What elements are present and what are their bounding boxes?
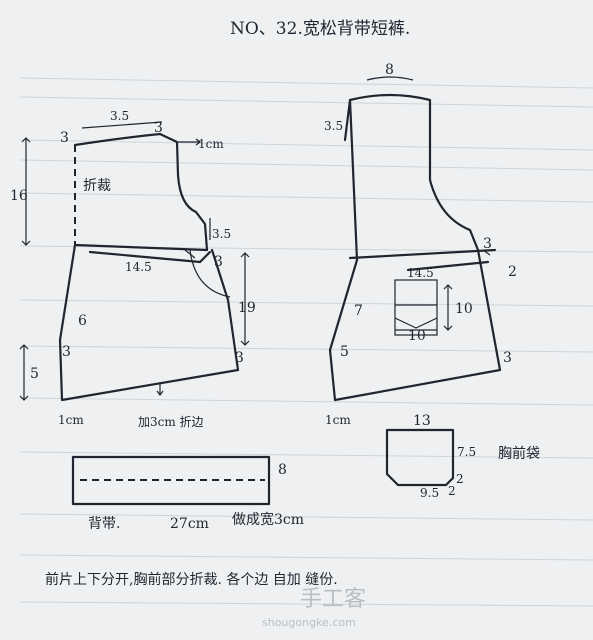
front-bottom-1cm: 1cm: [58, 413, 84, 427]
front-fold-label: 折裁: [83, 178, 111, 194]
front-top-left-3: 3: [60, 130, 69, 146]
back-side-3: 3: [483, 236, 492, 252]
front-hem-note: 加3cm 折边: [138, 414, 204, 429]
strap-height-8: 8: [278, 462, 287, 478]
back-top-width-8: 8: [385, 62, 394, 78]
back-bottom-1cm: 1cm: [325, 413, 351, 427]
back-top-3-5: 3.5: [324, 119, 343, 133]
footer-note: 前片上下分开,胸前部分折裁. 各个边 自加 缝份.: [45, 571, 338, 588]
strap-piece: [71, 455, 271, 506]
front-leg-6: 6: [78, 313, 87, 329]
front-crotch-5: 5: [30, 366, 39, 382]
back-pocket-width-10: 10: [408, 328, 426, 344]
pocket-label: 胸前袋: [498, 445, 540, 462]
front-side-3-5: 3.5: [212, 227, 231, 241]
front-pattern-piece: [19, 121, 250, 402]
front-top-right-3: 3: [154, 120, 163, 136]
back-crotch-5: 5: [340, 344, 349, 360]
front-height-16: 16: [10, 188, 28, 204]
front-neck-width: 3.5: [110, 109, 129, 123]
strap-length: 27cm: [170, 516, 209, 532]
chest-pocket-piece: [385, 428, 455, 487]
front-hem-3: 3: [235, 350, 244, 366]
back-waist-14-5: 14.5: [407, 266, 434, 280]
pocket-corner-2b: 2: [448, 484, 456, 498]
front-side-3: 3: [214, 254, 223, 270]
front-extend-1cm: 1cm: [198, 137, 224, 151]
watermark-brand: 手工客: [300, 587, 366, 612]
watermark-url: shougongke.com: [262, 616, 356, 629]
back-pattern-piece: [328, 76, 502, 402]
front-waist-14-5: 14.5: [125, 260, 152, 274]
back-side-2: 2: [508, 264, 517, 280]
back-pocket-height-10: 10: [455, 301, 473, 317]
front-hip-3: 3: [62, 344, 71, 360]
pocket-width-13: 13: [413, 413, 431, 429]
strap-note: 做成宽3cm: [232, 511, 304, 528]
pocket-height-7-5: 7.5: [457, 445, 476, 459]
back-hem-3: 3: [503, 350, 512, 366]
pocket-corner-2a: 2: [456, 472, 464, 486]
pocket-bottom-9-5: 9.5: [420, 486, 439, 500]
back-leg-7: 7: [354, 303, 363, 319]
page-title: NO、32.宽松背带短裤.: [230, 19, 410, 39]
strap-label: 背带.: [88, 516, 120, 532]
front-height-19: 19: [238, 300, 256, 316]
